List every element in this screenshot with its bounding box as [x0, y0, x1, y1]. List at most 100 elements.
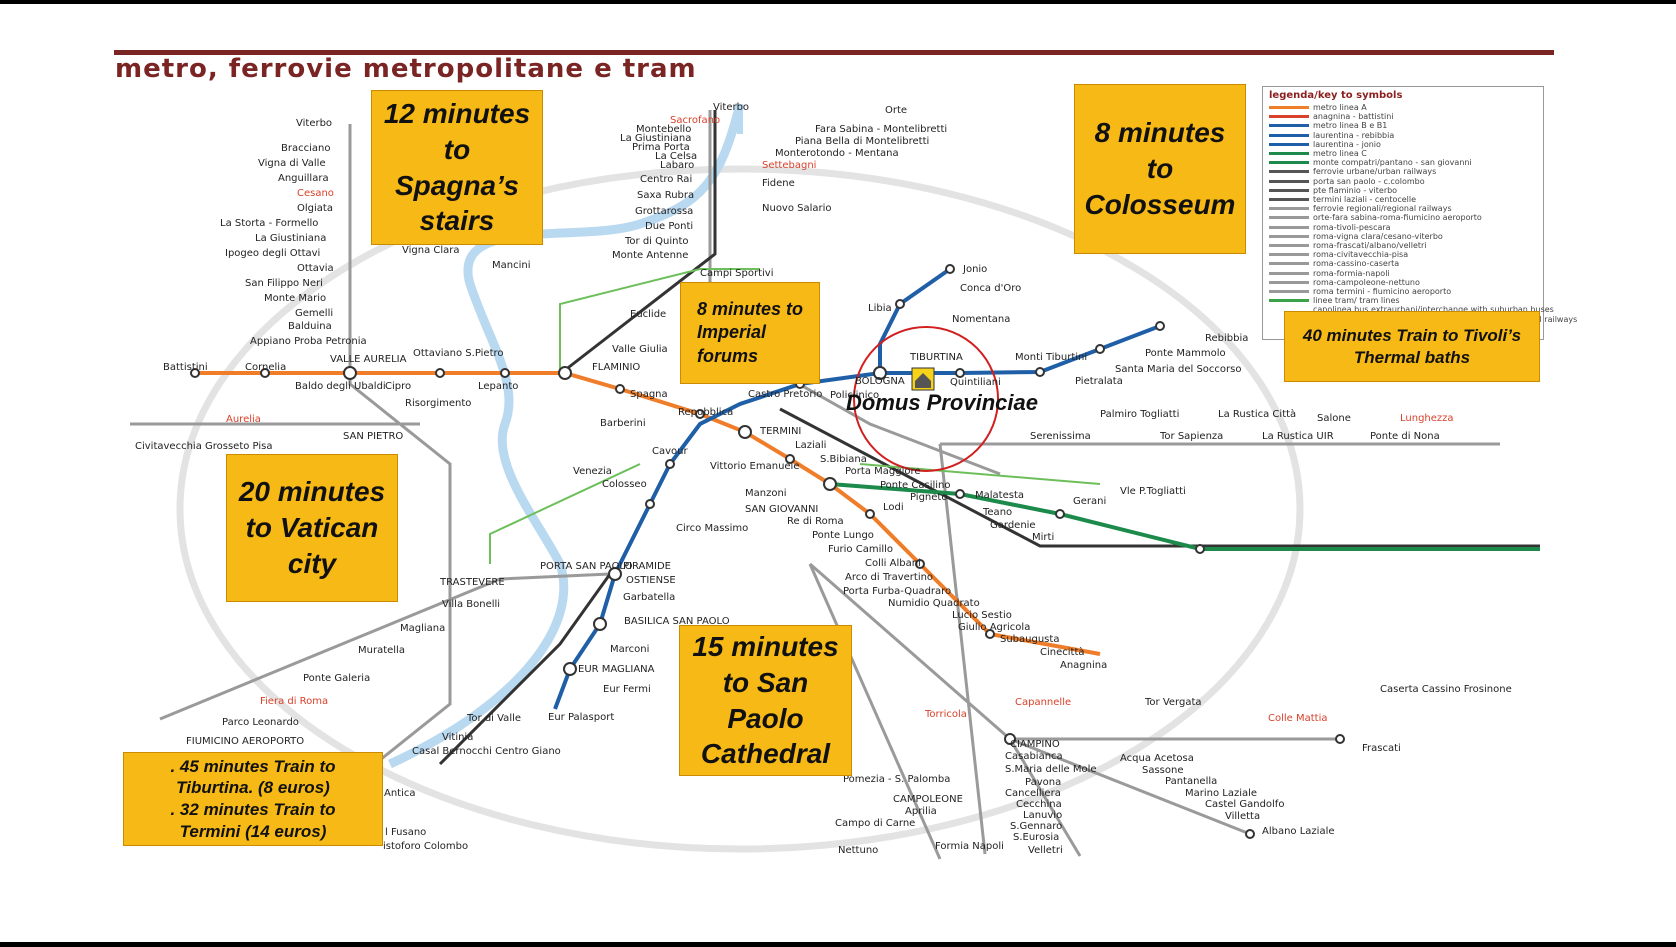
label-bologna: BOLOGNA: [855, 376, 905, 387]
label-tor-di-valle: Tor di Valle: [466, 713, 521, 724]
label-laziali: Laziali: [795, 440, 826, 451]
label-marconi: Marconi: [610, 644, 649, 655]
legend-row: linee tram/ tram lines: [1269, 296, 1400, 305]
label-formia: Formia Napoli: [935, 841, 1004, 852]
legend-label: roma-cassino-caserta: [1313, 259, 1400, 269]
legend-swatch: [1269, 244, 1309, 247]
destination-house-icon: [911, 367, 935, 391]
legend-swatch: [1269, 124, 1309, 128]
label-pantanella: Pantanella: [1165, 776, 1217, 787]
label-san-filippo-neri: San Filippo Neri: [245, 278, 323, 289]
legend-row: orte-fara sabina-roma-fiumicino aeroport…: [1269, 213, 1482, 222]
legend-swatch: [1269, 115, 1309, 119]
legend-label: capolinea bus extraurbani/interchange wi…: [1313, 305, 1554, 315]
callout-sanpaolo-line-4: Cathedral: [700, 738, 831, 770]
callout-vatican-line-3: city: [287, 547, 337, 579]
label-anguillara: Anguillara: [278, 173, 329, 184]
label-velletri: Velletri: [1028, 845, 1063, 856]
label-lanuvio: Lanuvio: [1023, 810, 1062, 821]
label-teano: Teano: [982, 507, 1012, 518]
label-grottarossa: Grottarossa: [635, 206, 693, 217]
label-ponte-mammolo: Ponte Mammolo: [1145, 348, 1226, 359]
label-capannelle: Capannelle: [1015, 697, 1071, 708]
label-furio-camillo: Furio Camillo: [828, 544, 893, 555]
label-vitinia: Vitinia: [442, 732, 473, 743]
label-san-pietro: SAN PIETRO: [343, 431, 403, 442]
station-markers: [190, 264, 1345, 839]
legend-row: porta san paolo - c.colombo: [1269, 177, 1425, 186]
label-eur-palasport: Eur Palasport: [548, 712, 614, 723]
label-repubblica: Repubblica: [678, 407, 733, 418]
label-gerani: Gerani: [1073, 496, 1106, 507]
tiber-river: [388, 102, 745, 769]
label-numidio: Numidio Quadrato: [888, 598, 980, 609]
label-battistini: Battistini: [163, 362, 208, 373]
label-subaugusta: Subaugusta: [1000, 634, 1059, 645]
legend-row: laurentina - jonio: [1269, 140, 1381, 149]
label-casabianca: Casabianca: [1005, 751, 1063, 762]
label-eur-magliana: EUR MAGLIANA: [578, 664, 655, 675]
legend-row: termini laziali - centocelle: [1269, 195, 1416, 204]
map-frame: metro, ferrovie metropolitane e tram: [0, 4, 1676, 942]
label-saxa-rubra: Saxa Rubra: [637, 190, 694, 201]
label-caserta: Caserta Cassino Frosinone: [1380, 684, 1512, 695]
legend-swatch: [1269, 299, 1309, 303]
label-cecchina: Cecchina: [1016, 799, 1062, 810]
callout-colosseum: 8 minutes to Colosseum: [1074, 84, 1246, 254]
legend-row: roma-campoleone-nettuno: [1269, 278, 1420, 287]
legend-row: metro linea B e B1: [1269, 121, 1387, 130]
label-porta-furba: Porta Furba-Quadraro: [843, 586, 951, 597]
legend-title: legenda/key to symbols: [1269, 90, 1403, 101]
label-cavour: Cavour: [652, 446, 688, 457]
label-garbatella: Garbatella: [623, 592, 675, 603]
label-gemelli: Gemelli: [295, 308, 333, 319]
callout-colosseum-line-3: Colosseum: [1084, 188, 1236, 220]
legend-swatch: [1269, 133, 1309, 137]
label-antica: Antica: [384, 788, 416, 799]
label-lepanto: Lepanto: [478, 381, 518, 392]
label-porta-maggiore: Porta Maggiore: [845, 466, 921, 477]
legend-label: roma-vigna clara/cesano-viterbo: [1313, 231, 1443, 241]
legend-label: roma-formia-napoli: [1313, 268, 1390, 278]
label-arco-travertino: Arco di Travertino: [845, 572, 933, 583]
legend-row: laurentina - rebibbia: [1269, 131, 1394, 140]
label-venezia: Venezia: [573, 466, 612, 477]
legend-label: roma-tivoli-pescara: [1313, 222, 1391, 232]
label-aprilia: Aprilia: [905, 806, 937, 817]
label-villa-bonelli: Villa Bonelli: [442, 599, 500, 610]
label-barberini: Barberini: [600, 418, 646, 429]
callout-sanpaolo-line-3: Paolo: [727, 702, 804, 734]
label-balduina: Balduina: [288, 321, 332, 332]
label-circo-massimo: Circo Massimo: [676, 523, 748, 534]
legend-label: monte compatri/pantano - san giovanni: [1313, 158, 1472, 168]
label-porta-san-paolo: PORTA SAN PAOLO: [540, 561, 633, 572]
label-basilica-san-paolo: BASILICA SAN PAOLO: [624, 616, 730, 627]
callout-colosseum-line-1: 8 minutes: [1094, 117, 1226, 149]
label-santa-maria-soccorso: Santa Maria del Soccorso: [1115, 364, 1241, 375]
label-lodi: Lodi: [883, 502, 904, 513]
label-vigna-clara: Vigna Clara: [402, 245, 460, 256]
callout-colosseum-line-2: to: [1146, 153, 1174, 185]
label-vittorio-emanuele: Vittorio Emanuele: [710, 461, 800, 472]
legend-label: roma termini - fiumicino aeroporto: [1313, 287, 1452, 296]
regional-rail: [130, 110, 1500, 860]
label-nettuno: Nettuno: [838, 845, 878, 856]
callout-spagna-line-3: Spagna’s: [395, 169, 519, 201]
label-acqua-acetosa: Acqua Acetosa: [1120, 753, 1194, 764]
label-casal-bernocchi: Casal Bernocchi Centro Giano: [412, 746, 561, 757]
legend-swatch: [1269, 207, 1309, 211]
label-ipogeo: Ipogeo degli Ottavi: [225, 248, 320, 259]
urban-rail: [438, 110, 1540, 766]
label-libia: Libia: [868, 303, 892, 314]
label-s-maria-mole: S.Maria delle Mole: [1005, 764, 1097, 775]
callout-tivoli-line-2: Thermal baths: [1353, 347, 1471, 367]
label-frascati: Frascati: [1362, 743, 1401, 754]
legend-label: metro linea B e B1: [1313, 121, 1388, 131]
callout-imperial-line-3: forums: [696, 345, 758, 366]
label-manzoni: Manzoni: [745, 488, 787, 499]
label-aurelia: Aurelia: [226, 414, 261, 425]
label-malatesta: Malatesta: [975, 490, 1024, 501]
legend-row: roma-civitavecchia-pisa: [1269, 250, 1408, 259]
legend-label: ferrovie urbane/urban railways: [1313, 167, 1437, 177]
label-appiano: Appiano Proba Petronia: [250, 336, 367, 347]
